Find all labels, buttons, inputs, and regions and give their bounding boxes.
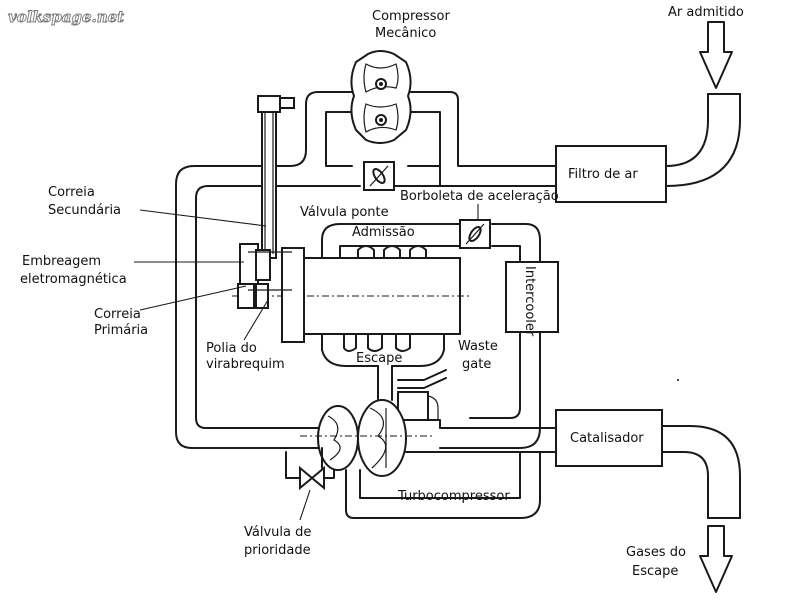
air-filter-box — [555, 145, 667, 203]
intercooler-label: Intercooler — [522, 266, 537, 337]
primary-belt-label-line2: Primária — [94, 323, 148, 338]
wastegate — [397, 369, 447, 421]
air-intake-arrow-icon — [699, 21, 733, 89]
priority-valve-icon — [285, 451, 335, 491]
engine-block — [232, 257, 470, 335]
intercooler-box — [505, 261, 559, 333]
exhaust-gases-label-line1: Gases do — [626, 545, 686, 560]
compressor-label-line2: Mecânico — [375, 26, 436, 41]
stray-dot — [677, 379, 679, 381]
watermark: volkspage.net — [8, 8, 124, 26]
priority-valve-label-line2: prioridade — [244, 543, 311, 558]
exhaust-gases-label-line2: Escape — [632, 564, 678, 579]
intake-label: Admissão — [352, 225, 415, 240]
clutch-label-line2: eletromagnética — [20, 272, 127, 287]
secondary-belt-label-line2: Secundária — [48, 203, 121, 218]
primary-belt-leader — [139, 285, 247, 311]
compressor-label-line1: Compressor — [372, 9, 451, 24]
intake-manifold — [321, 223, 541, 263]
crank-pulley-label-line1: Polia do — [206, 341, 257, 356]
exhaust-outlet-pipe — [661, 425, 741, 519]
exhaust-label: Escape — [356, 351, 402, 366]
exhaust-manifold — [321, 333, 445, 401]
throttle-label: Borboleta de aceleração — [400, 189, 559, 204]
primary-belt-label-line1: Correia — [94, 307, 141, 322]
belt-drive — [237, 95, 305, 343]
exhaust-pipes — [321, 419, 557, 519]
crank-pulley-leader — [243, 299, 269, 341]
turbo-label: Turbocompressor — [397, 489, 510, 504]
air-intake-label: Ar admitido — [668, 5, 744, 20]
wastegate-label-line1: Waste — [458, 339, 498, 354]
secondary-belt-leader — [139, 209, 267, 227]
intake-pipe — [665, 93, 741, 187]
catalyst-label: Catalisador — [570, 431, 644, 446]
throttle-valve-icon — [459, 219, 491, 249]
air-filter-label: Filtro de ar — [568, 167, 638, 182]
clutch-label-line1: Embreagem — [22, 254, 101, 269]
mechanical-compressor — [350, 50, 412, 144]
priority-valve-label-line1: Válvula de — [244, 525, 311, 540]
secondary-belt-label-line1: Correia — [48, 185, 95, 200]
wastegate-label-line2: gate — [462, 357, 491, 372]
bypass-valve-icon — [363, 161, 395, 191]
outer-circuit-pipes — [175, 91, 557, 449]
turbocharger — [300, 399, 432, 477]
exhaust-arrow-icon — [699, 525, 733, 593]
crank-pulley-label-line2: virabrequim — [206, 357, 285, 372]
catalyst-box — [555, 409, 663, 467]
priority-valve-leader — [299, 489, 311, 521]
bypass-valve-label: Válvula ponte — [300, 205, 389, 220]
